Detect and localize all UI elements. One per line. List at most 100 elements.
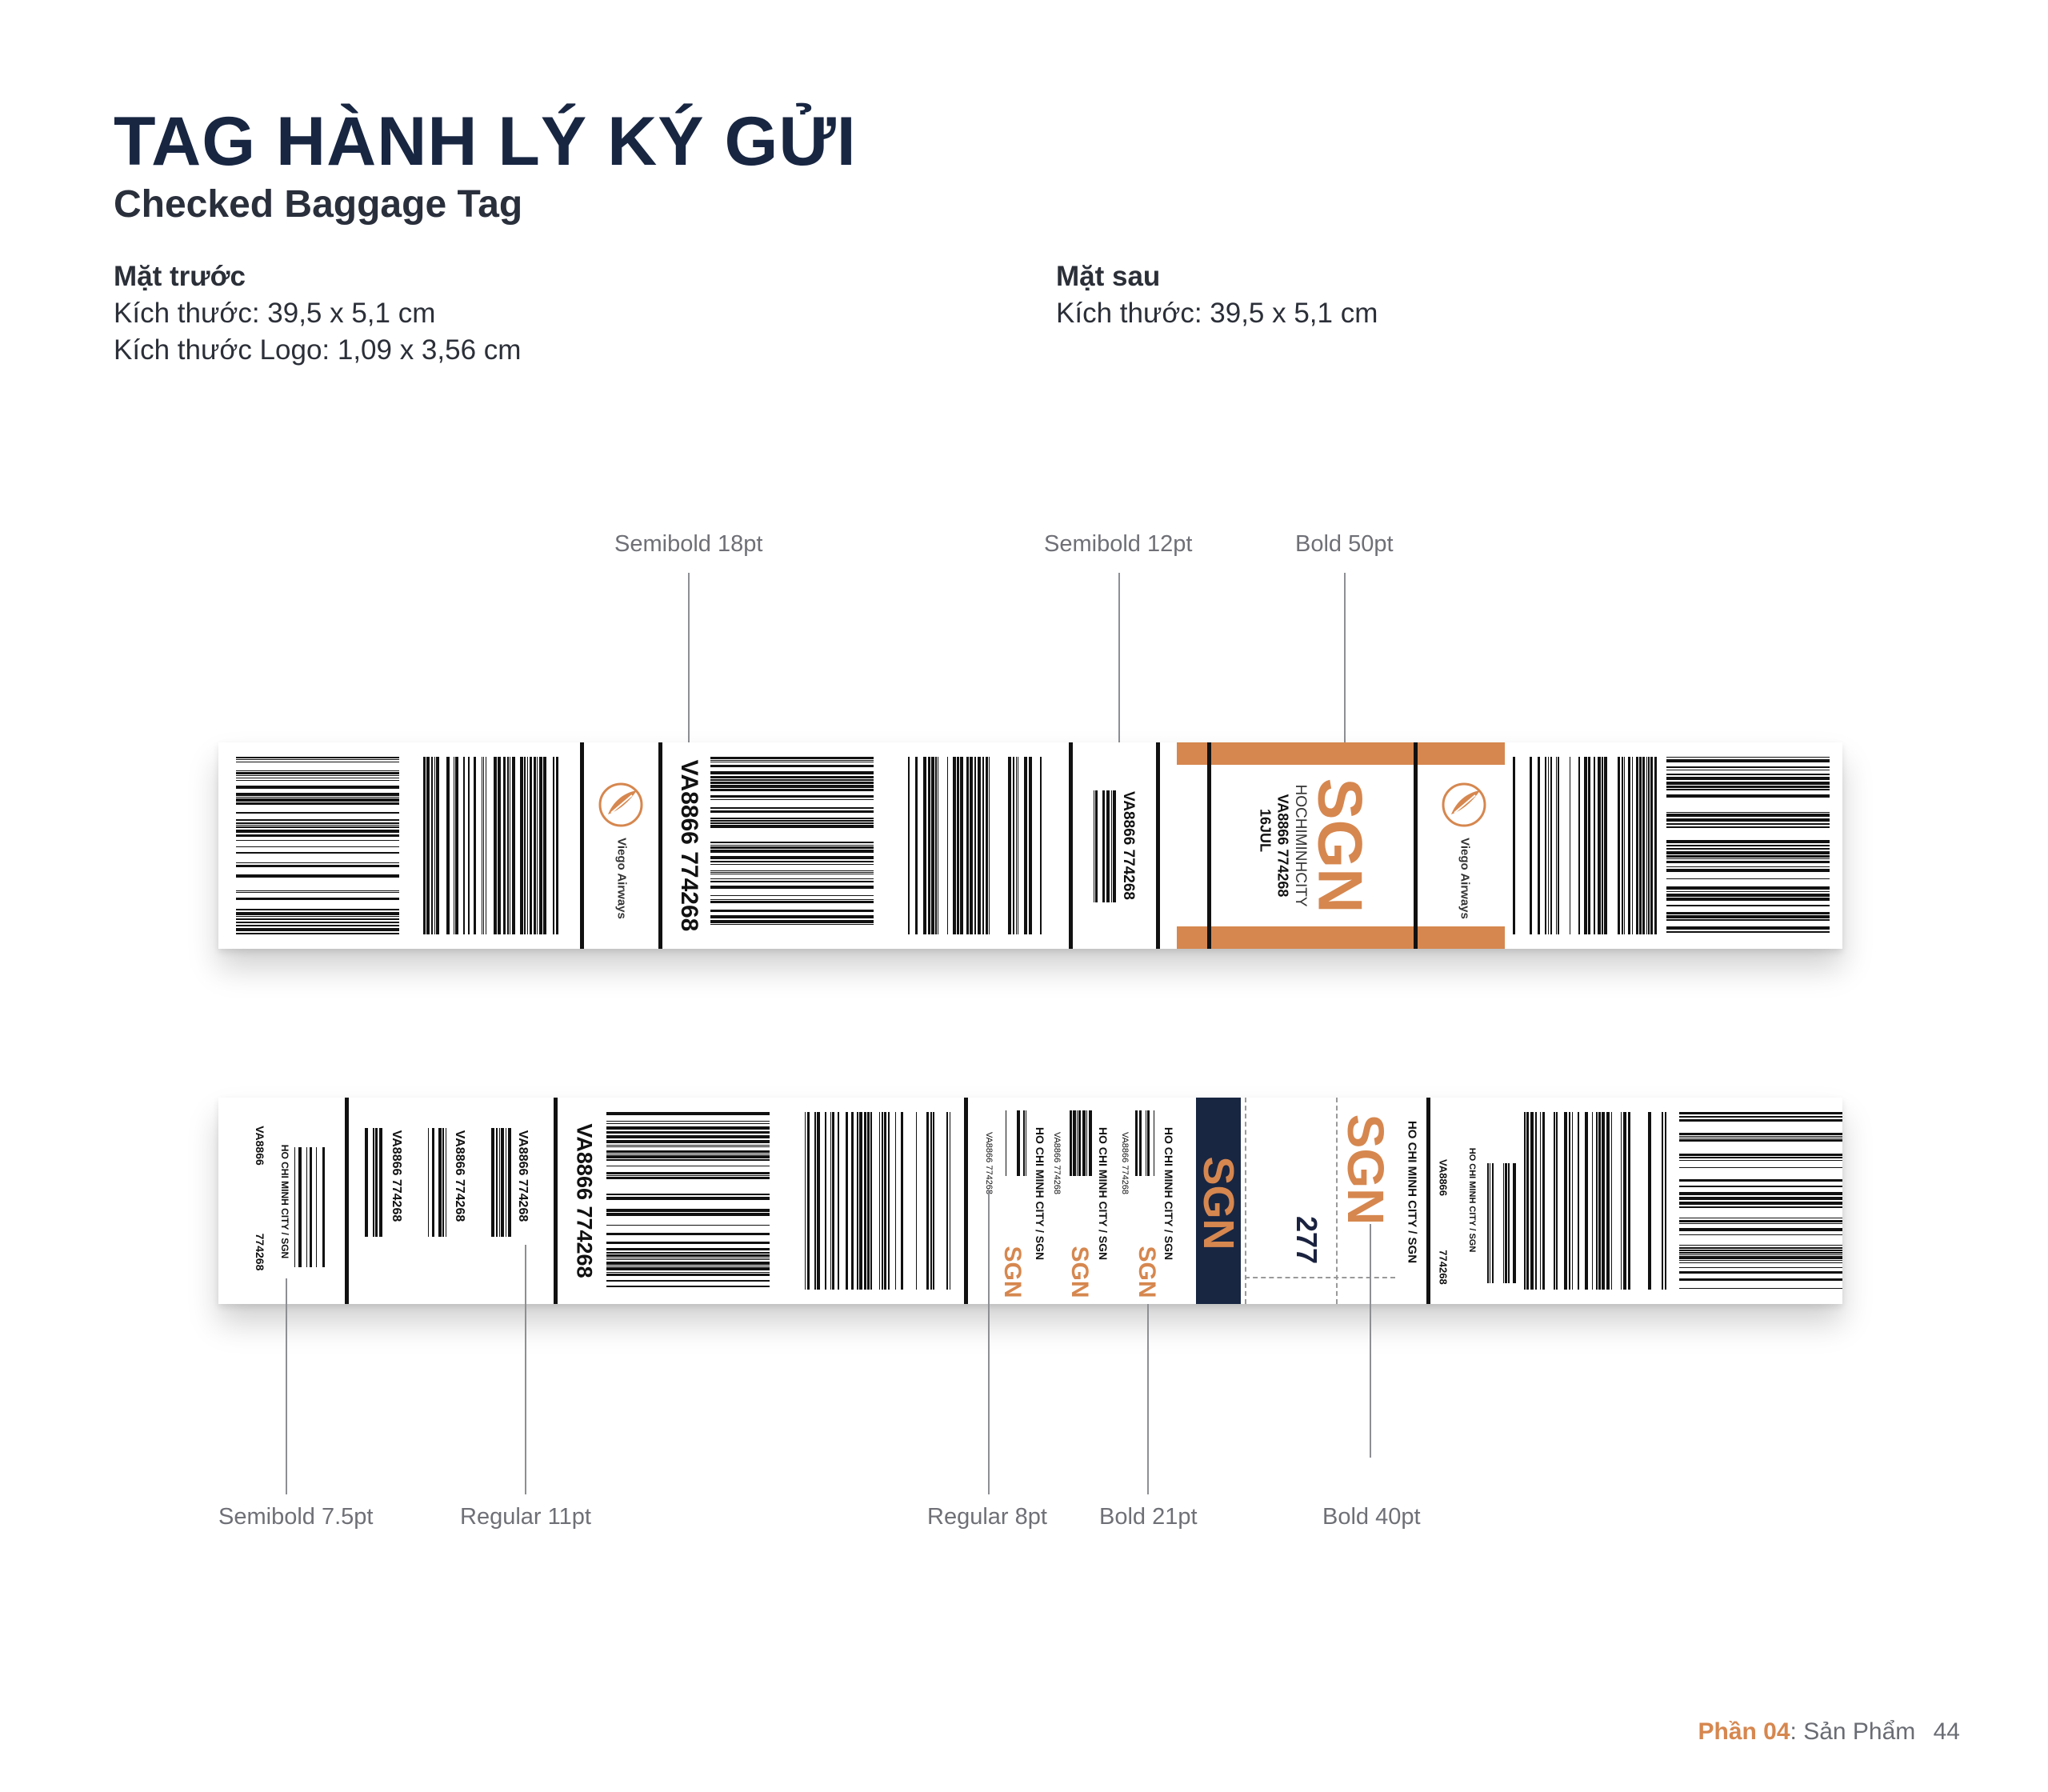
footer-section-name: Sản Phẩm xyxy=(1796,1718,1916,1745)
back-spec-size: Kích thước: 39,5 x 5,1 cm xyxy=(1056,298,1378,329)
right-route: HO CHI MINH CITY / SGN xyxy=(1467,1147,1477,1253)
right-number: 774268 xyxy=(1437,1250,1450,1285)
destination-city: HOCHIMINHCITY xyxy=(1292,784,1309,907)
tag-divider xyxy=(554,1098,558,1304)
callout-line xyxy=(1118,573,1120,771)
barcode-small xyxy=(491,1128,511,1237)
barcode xyxy=(1524,1112,1666,1290)
callout-line xyxy=(1370,1224,1371,1458)
tag-divider xyxy=(1207,742,1211,949)
callout-bold-40: Bold 40pt xyxy=(1322,1504,1421,1530)
small-tag-number: VA8866 774268 xyxy=(1120,1131,1130,1195)
tag-divider xyxy=(964,1098,968,1304)
destination-code-large: SGN xyxy=(1337,1114,1394,1226)
tag-divider xyxy=(1426,1098,1430,1304)
front-baggage-tag: Viego Airways VA8866 774268 VA8866 77426… xyxy=(218,742,1842,949)
page-title: TAG HÀNH LÝ KÝ GỬI xyxy=(114,103,857,180)
orange-band-bottom xyxy=(1177,926,1505,949)
tag-divider xyxy=(1156,742,1160,949)
tag-divider xyxy=(658,742,662,949)
tag-number: VA8866 774268 xyxy=(676,759,702,932)
cut-guide xyxy=(1336,1098,1338,1304)
callout-line xyxy=(988,1190,990,1494)
tag-divider xyxy=(1069,742,1073,949)
callout-semibold-12: Semibold 12pt xyxy=(1044,531,1193,557)
barcode xyxy=(1666,757,1830,933)
destination-code-band: SGN xyxy=(1194,1156,1242,1250)
stub-number: 774268 xyxy=(254,1233,266,1271)
callout-bold-21: Bold 21pt xyxy=(1099,1504,1198,1530)
navy-band xyxy=(1196,1098,1241,1304)
page-number: 44 xyxy=(1933,1718,1960,1745)
viego-logo-icon xyxy=(1442,782,1486,827)
tag-divider xyxy=(345,1098,349,1304)
callout-bold-50: Bold 50pt xyxy=(1295,531,1394,557)
front-spec-size: Kích thước: 39,5 x 5,1 cm xyxy=(114,298,436,329)
barcode xyxy=(236,757,399,934)
flight-number: VA8866 774268 xyxy=(1274,794,1291,898)
barcode-small xyxy=(1487,1163,1516,1283)
barcode xyxy=(606,1112,770,1287)
viego-logo-icon xyxy=(598,782,643,827)
barcode-small xyxy=(1135,1110,1154,1176)
dest-code-small: SGN xyxy=(999,1246,1026,1298)
small-tag-number: VA8866 774268 xyxy=(1120,791,1137,900)
barcode xyxy=(423,757,558,934)
barcode xyxy=(1679,1112,1842,1289)
coupon-number: VA8866 774268 xyxy=(453,1130,466,1222)
page-footer: Phần 04: Sản Phẩm 44 xyxy=(1698,1718,1960,1746)
stub-route: HO CHI MINH CITY / SGN xyxy=(279,1144,290,1259)
callout-line xyxy=(525,1245,526,1494)
route-text: HO CHI MINH CITY / SGN xyxy=(1162,1126,1175,1261)
stub-flight: VA8866 xyxy=(254,1126,266,1166)
orange-band-top xyxy=(1177,742,1505,765)
callout-line xyxy=(1147,1304,1149,1494)
flight-date: 16JUL xyxy=(1257,808,1274,853)
barcode-small xyxy=(1094,790,1116,902)
right-flight: VA8866 xyxy=(1437,1158,1450,1197)
route-text: HO CHI MINH CITY / SGN xyxy=(1034,1126,1046,1261)
front-spec-heading: Mặt trước xyxy=(114,261,246,292)
callout-line xyxy=(688,573,690,771)
tag-divider xyxy=(580,742,584,949)
barcode-small xyxy=(1070,1110,1092,1176)
barcode xyxy=(908,757,1042,934)
barcode-small xyxy=(1006,1110,1026,1176)
cut-guide xyxy=(1245,1277,1395,1278)
destination-code: SGN xyxy=(1305,778,1376,914)
footer-section: Phần 04 xyxy=(1698,1718,1790,1745)
callout-semibold-7-5: Semibold 7.5pt xyxy=(218,1504,374,1530)
route-text: HO CHI MINH CITY / SGN xyxy=(1405,1120,1419,1264)
callout-regular-11: Regular 11pt xyxy=(460,1504,591,1530)
callout-line xyxy=(1344,573,1346,771)
front-spec-logo-size: Kích thước Logo: 1,09 x 3,56 cm xyxy=(114,334,522,366)
cut-guide xyxy=(1245,1098,1246,1304)
tag-divider xyxy=(1414,742,1418,949)
small-tag-number: VA8866 774268 xyxy=(1052,1131,1062,1195)
barcode-small xyxy=(365,1128,382,1237)
coupon-number: VA8866 774268 xyxy=(516,1130,530,1222)
callout-line xyxy=(286,1278,287,1494)
barcode-small xyxy=(294,1147,325,1267)
callout-regular-8: Regular 8pt xyxy=(927,1504,1047,1530)
brand-name: Viego Airways xyxy=(614,838,629,919)
route-text: HO CHI MINH CITY / SGN xyxy=(1097,1126,1110,1261)
small-tag-number: VA8866 774268 xyxy=(984,1131,994,1195)
dest-code-small: SGN xyxy=(1134,1246,1160,1298)
front-spec: Mặt trước Kích thước: 39,5 x 5,1 cm Kích… xyxy=(114,258,521,369)
page-subtitle: Checked Baggage Tag xyxy=(114,183,523,226)
tag-number: VA8866 774268 xyxy=(572,1123,597,1278)
back-spec: Mặt sau Kích thước: 39,5 x 5,1 cm xyxy=(1056,258,1378,332)
barcode xyxy=(1513,757,1657,934)
brand-name: Viego Airways xyxy=(1458,838,1472,919)
footer-separator: : xyxy=(1790,1718,1797,1745)
back-baggage-tag: VA8866 774268 HO CHI MINH CITY / SGN VA8… xyxy=(218,1098,1842,1304)
coupon-number: VA8866 774268 xyxy=(390,1130,403,1222)
back-spec-heading: Mặt sau xyxy=(1056,261,1161,292)
callout-semibold-18: Semibold 18pt xyxy=(614,531,763,557)
barcode xyxy=(805,1112,950,1290)
code-277: 277 xyxy=(1290,1215,1323,1265)
barcode xyxy=(710,757,874,925)
dest-code-small: SGN xyxy=(1066,1246,1093,1298)
barcode-small xyxy=(428,1128,446,1237)
